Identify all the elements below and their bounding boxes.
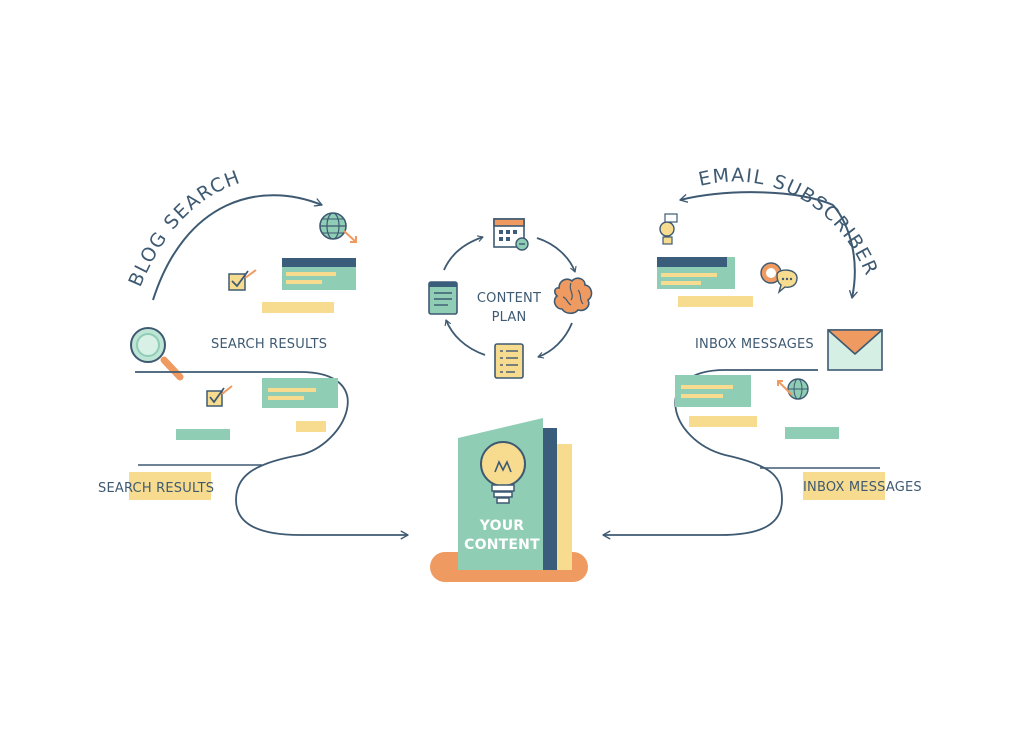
your-content-line-2: CONTENT xyxy=(464,537,540,553)
blog-search-arc xyxy=(152,194,323,301)
checklist-icon xyxy=(494,343,524,379)
yellow-bar-2 xyxy=(296,421,326,432)
content-plan-label: CONTENT PLAN xyxy=(465,289,553,327)
lightbulb-icon xyxy=(480,441,526,504)
your-content-line-1: YOUR xyxy=(479,518,525,534)
left-flow-line xyxy=(135,371,409,540)
yellow-bar-right xyxy=(678,296,753,307)
yellow-bar-right-2 xyxy=(689,416,757,427)
lamp-icon xyxy=(659,213,678,245)
inbox-messages-highlight xyxy=(803,472,885,500)
globe-icon-right xyxy=(777,378,809,400)
magnifier-icon xyxy=(130,327,184,381)
search-result-card-1 xyxy=(282,258,356,290)
your-content-label: YOUR CONTENT xyxy=(458,517,546,555)
search-results-label-top: SEARCH RESULTS xyxy=(211,337,328,352)
globe-icon xyxy=(319,212,357,243)
mint-bar-right xyxy=(785,427,839,439)
inbox-messages-label-top: INBOX MESSAGES xyxy=(695,337,814,352)
envelope-icon xyxy=(827,329,883,371)
mint-bar xyxy=(176,429,230,440)
inbox-messages-label-bottom: INBOX MESSAGES xyxy=(803,480,922,495)
content-plan-line-2: PLAN xyxy=(491,310,527,325)
calendar-icon xyxy=(493,218,529,251)
content-plan-cycle xyxy=(443,235,577,359)
inbox-card-1 xyxy=(657,257,735,289)
inbox-card-2 xyxy=(675,375,751,407)
brain-icon xyxy=(553,277,593,315)
notepad-icon xyxy=(428,281,458,315)
yellow-bar xyxy=(262,302,334,313)
search-results-label-bottom: SEARCH RESULTS xyxy=(98,481,215,496)
email-subscriber-arc-down xyxy=(832,204,858,299)
checkbox-icon xyxy=(228,269,257,291)
chat-bubbles-icon xyxy=(760,262,798,294)
email-subscriber-arc xyxy=(679,191,834,206)
search-result-card-2 xyxy=(262,378,338,408)
checkbox-icon-2 xyxy=(206,385,233,407)
content-plan-line-1: CONTENT xyxy=(476,291,542,306)
search-results-highlight xyxy=(129,472,211,500)
blog-search-title: BLOG SEARCH xyxy=(124,166,243,290)
